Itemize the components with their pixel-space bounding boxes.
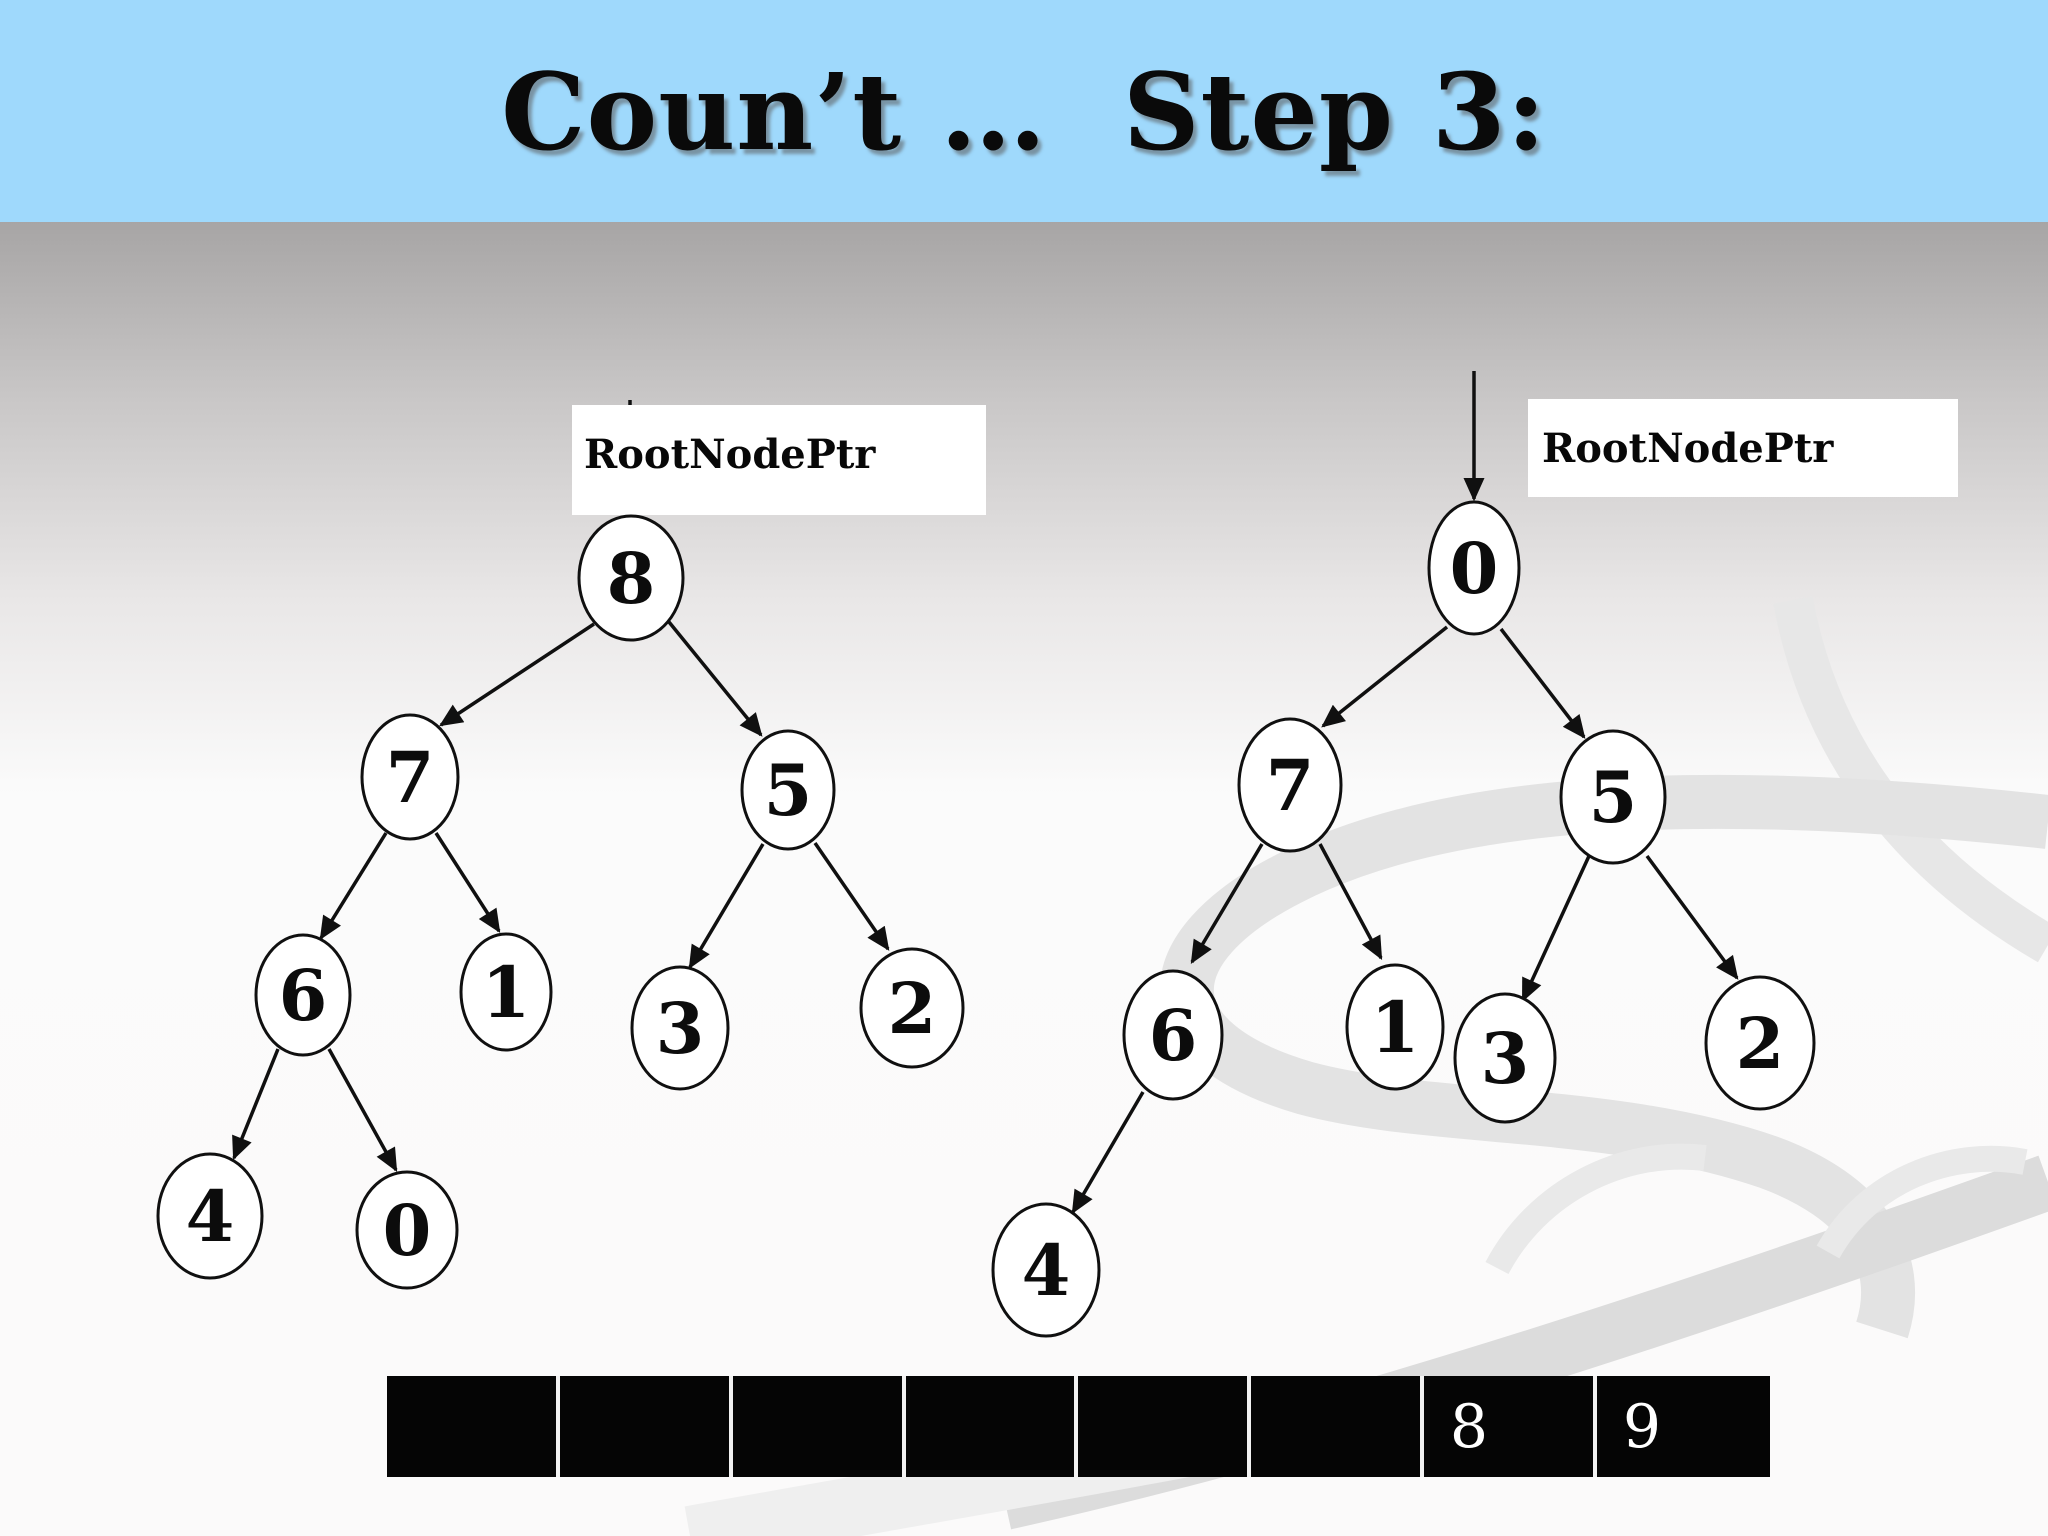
right-edge-0-5 <box>1499 627 1586 739</box>
node-circle <box>1427 500 1521 636</box>
node-value: 6 <box>279 954 328 1037</box>
tree-node: 0 <box>1427 500 1521 636</box>
node-value: 4 <box>186 1175 235 1258</box>
tree-node: 4 <box>991 1202 1101 1338</box>
node-circle <box>1559 729 1667 865</box>
left-pointer-label-box <box>572 405 986 515</box>
left-edge-5-2 <box>813 842 890 951</box>
right-edge-0-7 <box>1321 625 1449 728</box>
cell-divider <box>729 1376 733 1477</box>
array-cell-value: 8 <box>1450 1392 1488 1462</box>
cell-divider <box>1247 1376 1251 1477</box>
node-value: 0 <box>383 1189 432 1272</box>
node-circle <box>630 965 730 1091</box>
cell-divider <box>1593 1376 1597 1477</box>
title-band: Coun’t … Step 3: <box>0 0 2048 222</box>
node-value: 7 <box>1266 744 1315 827</box>
node-circle <box>740 729 836 851</box>
node-circle <box>360 713 460 841</box>
tree-node: 0 <box>355 1170 459 1290</box>
tree-node: 1 <box>459 932 553 1052</box>
right-edge-5-3 <box>1521 855 1591 1003</box>
node-circle <box>156 1152 264 1280</box>
array-bar: 8 9 <box>387 1376 1770 1477</box>
node-value: 7 <box>386 736 435 819</box>
node-circle <box>577 514 685 642</box>
node-value: 3 <box>1481 1017 1530 1100</box>
tree-node: 5 <box>1559 729 1667 865</box>
left-tree: RootNodePtr 8 7 5 <box>156 400 986 1290</box>
cell-divider <box>902 1376 906 1477</box>
left-edge-6-0 <box>327 1048 398 1173</box>
tree-node: 5 <box>740 729 836 851</box>
right-pointer-label: RootNodePtr <box>1542 425 1834 472</box>
node-circle <box>1453 992 1557 1124</box>
node-circle <box>1122 969 1224 1101</box>
node-circle <box>991 1202 1101 1338</box>
tree-node: 6 <box>1122 969 1224 1101</box>
node-value: 1 <box>1371 986 1420 1069</box>
node-value: 2 <box>1736 1002 1785 1085</box>
node-value: 8 <box>607 537 656 620</box>
swirl-ribbon <box>1816 1145 2028 1259</box>
right-edge-6-4 <box>1071 1091 1145 1215</box>
node-value: 1 <box>482 951 531 1034</box>
node-value: 3 <box>656 987 705 1070</box>
node-circle <box>459 932 553 1052</box>
node-value: 0 <box>1450 527 1499 610</box>
left-edge-7-1 <box>434 832 501 933</box>
array-cell-value: 9 <box>1623 1392 1661 1462</box>
node-value: 5 <box>1589 756 1638 839</box>
node-circle <box>254 933 352 1057</box>
left-pointer-label: RootNodePtr <box>584 431 876 478</box>
node-circle <box>1345 963 1445 1091</box>
node-value: 5 <box>764 749 813 832</box>
tree-node: 6 <box>254 933 352 1057</box>
cell-divider <box>1074 1376 1078 1477</box>
tree-node: 3 <box>1453 992 1557 1124</box>
tree-node: 7 <box>1237 717 1343 853</box>
tree-node: 1 <box>1345 963 1445 1091</box>
node-circle <box>1237 717 1343 853</box>
node-circle <box>355 1170 459 1290</box>
right-tree: RootNodePtr 0 7 5 <box>991 371 1958 1338</box>
right-edge-7-1 <box>1318 843 1383 961</box>
node-value: 2 <box>888 967 937 1050</box>
right-pointer-label-box <box>1528 399 1958 497</box>
right-edge-5-2 <box>1645 854 1739 980</box>
left-edge-6-4 <box>232 1048 280 1161</box>
swirl-ribbon <box>1773 596 2048 963</box>
left-edge-7-6 <box>319 832 388 940</box>
cell-divider <box>1420 1376 1424 1477</box>
left-edge-8-5 <box>667 620 763 737</box>
array-bar-background <box>387 1376 1770 1477</box>
cell-divider <box>556 1376 560 1477</box>
node-value: 4 <box>1022 1229 1071 1312</box>
slide-title: Coun’t … Step 3: <box>501 48 1547 174</box>
node-circle <box>859 947 965 1069</box>
tree-node: 7 <box>360 713 460 841</box>
left-edge-8-7 <box>439 622 595 727</box>
swirl-ribbon <box>1485 1143 1707 1275</box>
tree-node: 3 <box>630 965 730 1091</box>
tree-node: 2 <box>1704 975 1816 1111</box>
tree-node: 2 <box>859 947 965 1069</box>
node-value: 6 <box>1149 994 1198 1077</box>
right-edge-7-6 <box>1190 843 1264 965</box>
left-edge-5-3 <box>688 843 765 970</box>
tree-node: 8 <box>577 514 685 642</box>
tree-node: 4 <box>156 1152 264 1280</box>
node-circle <box>1704 975 1816 1111</box>
